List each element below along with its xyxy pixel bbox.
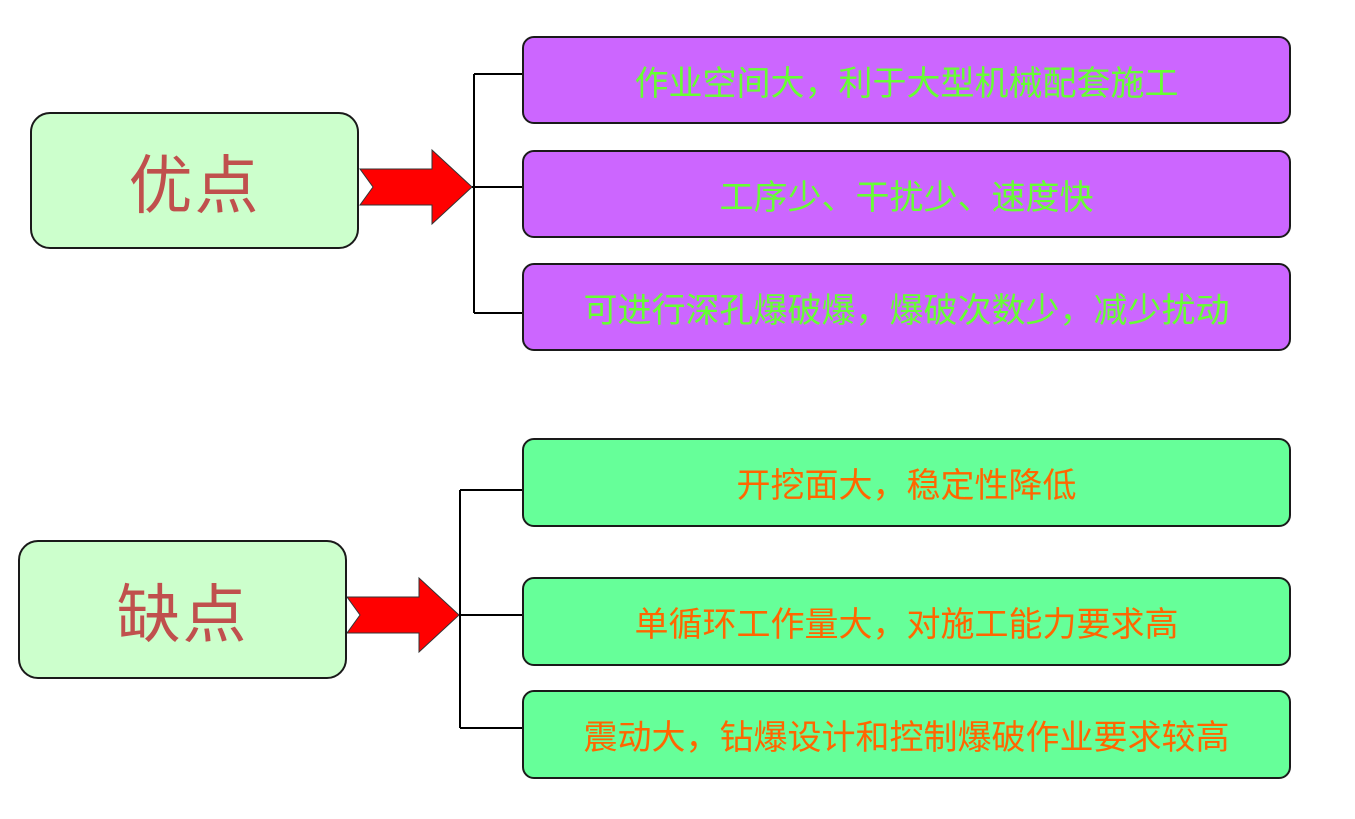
disadvantages-bracket: [459, 489, 523, 729]
advantage-item-3-text: 可进行深孔爆破爆，爆破次数少，减少扰动: [583, 290, 1230, 331]
advantage-item-2: 工序少、干扰少、速度快: [522, 150, 1291, 238]
disadvantages-title-box: 缺点: [18, 540, 347, 679]
advantages-arrow: [359, 148, 473, 226]
advantage-item-1-text: 作业空间大，利于大型机械配套施工: [634, 63, 1179, 104]
advantage-item-3: 可进行深孔爆破爆，爆破次数少，减少扰动: [522, 263, 1291, 351]
disadvantage-item-2: 单循环工作量大，对施工能力要求高: [522, 577, 1291, 666]
advantage-item-2-text: 工序少、干扰少、速度快: [719, 177, 1094, 218]
disadvantages-title: 缺点: [116, 578, 249, 653]
disadvantage-item-2-text: 单循环工作量大，对施工能力要求高: [634, 605, 1179, 645]
advantages-bracket: [472, 73, 523, 314]
disadvantage-item-1: 开挖面大，稳定性降低: [522, 438, 1291, 527]
advantages-title: 优点: [128, 149, 261, 224]
disadvantage-item-3: 震动大，钻爆设计和控制爆破作业要求较高: [522, 690, 1291, 779]
advantage-item-1: 作业空间大，利于大型机械配套施工: [522, 36, 1291, 124]
disadvantages-arrow: [346, 576, 460, 654]
disadvantage-item-3-text: 震动大，钻爆设计和控制爆破作业要求较高: [583, 718, 1230, 758]
advantages-title-box: 优点: [30, 112, 359, 249]
disadvantage-item-1-text: 开挖面大，稳定性降低: [736, 466, 1077, 506]
